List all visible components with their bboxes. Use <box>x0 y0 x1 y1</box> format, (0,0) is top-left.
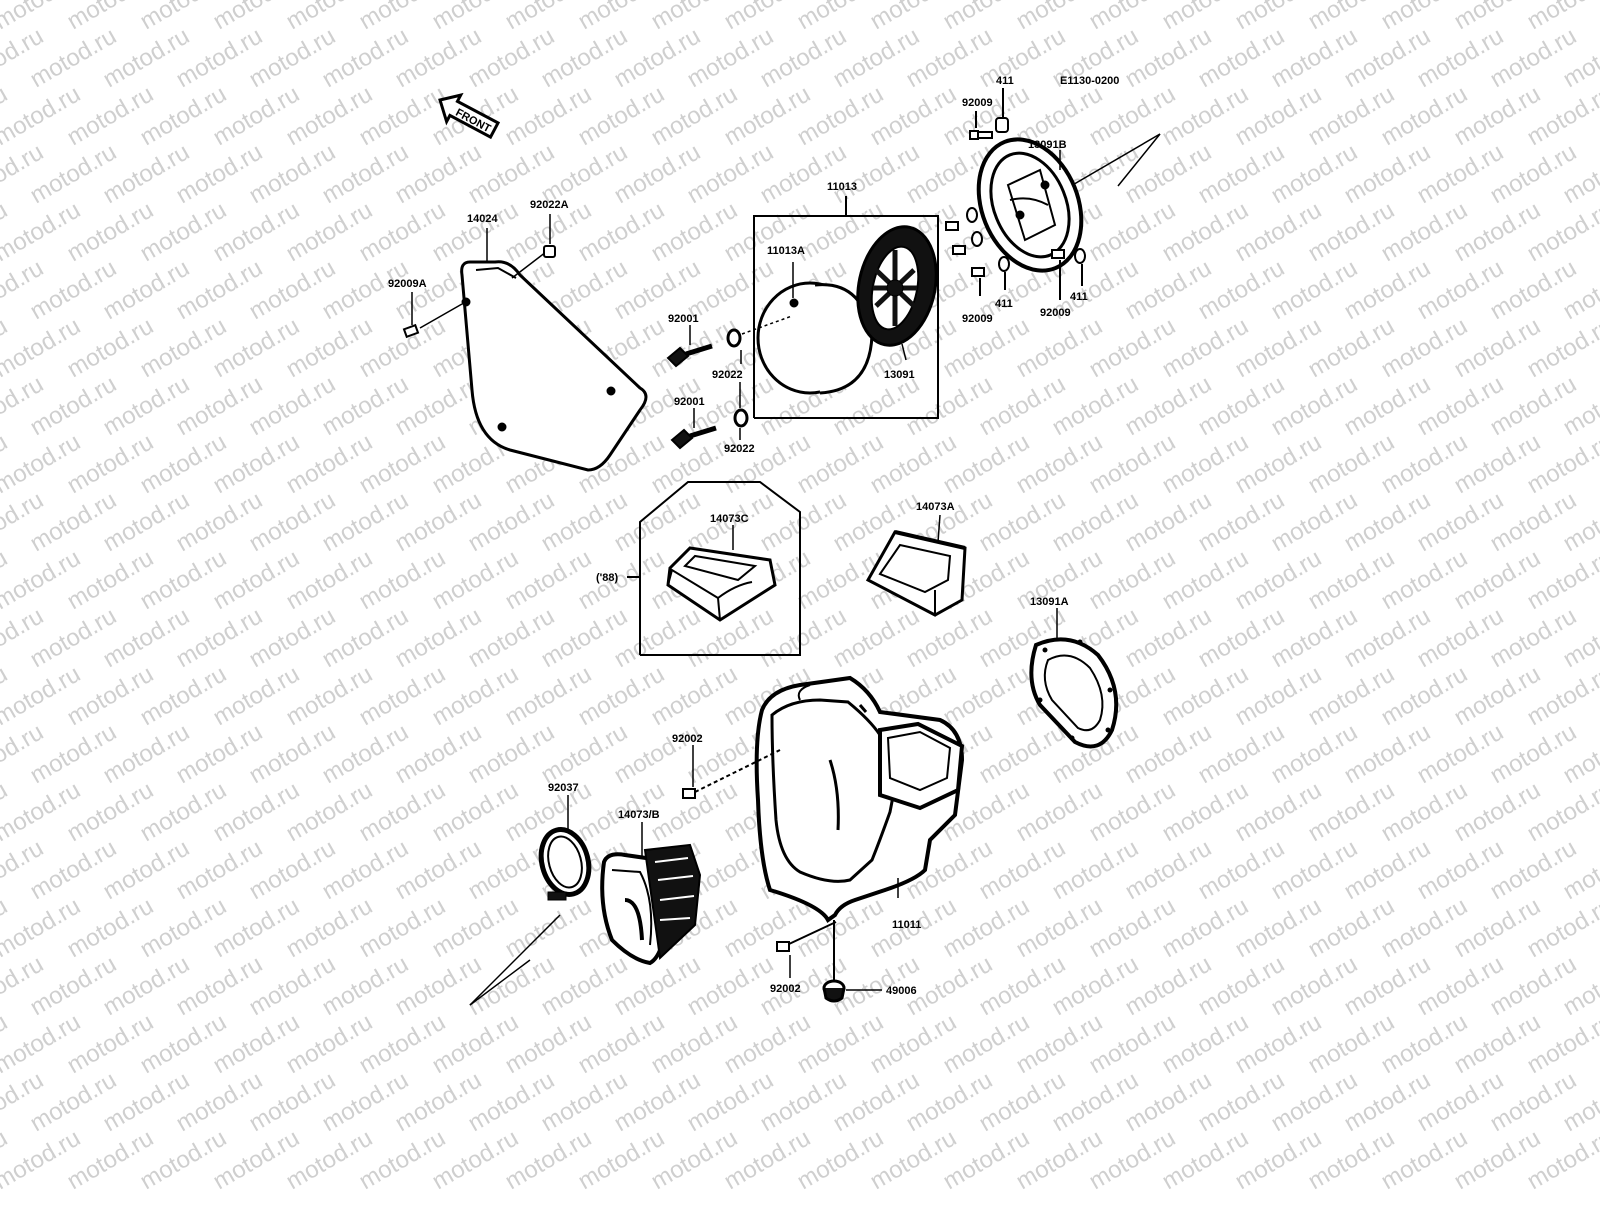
label-92022-lower: 92022 <box>724 443 755 455</box>
label-92001-lower: 92001 <box>674 396 705 408</box>
label-92009A: 92009A <box>388 278 427 290</box>
label-411-right: 411 <box>1070 291 1088 303</box>
diagram-code: E1130-0200 <box>1060 75 1119 87</box>
label-92037: 92037 <box>548 782 579 794</box>
label-92002-upper: 92002 <box>672 733 703 745</box>
label-411-mid: 411 <box>995 298 1013 310</box>
label-92009-top: 92009 <box>962 97 993 109</box>
washer-92022-upper-icon <box>728 330 740 346</box>
label-11013A: 11013A <box>767 245 805 257</box>
label-14073B: 14073/B <box>618 809 660 821</box>
label-92002-lower: 92002 <box>770 983 801 995</box>
label-92022A: 92022A <box>530 199 569 211</box>
label-13091: 13091 <box>884 369 915 381</box>
label-variant-88: ('88) <box>596 572 619 584</box>
label-92009-mid: 92009 <box>962 313 993 325</box>
label-14073C: 14073C <box>710 513 749 525</box>
label-92009-right: 92009 <box>1040 307 1071 319</box>
label-13091B: 13091B <box>1028 139 1067 151</box>
label-92001-upper: 92001 <box>668 313 699 325</box>
label-49006: 49006 <box>886 985 917 997</box>
label-11013: 11013 <box>827 181 857 193</box>
label-11011: 11011 <box>892 919 921 931</box>
label-14024: 14024 <box>467 213 498 225</box>
label-14073A: 14073A <box>916 501 955 513</box>
label-13091A: 13091A <box>1030 596 1069 608</box>
label-92022-upper: 92022 <box>712 369 743 381</box>
nut-92022A-icon <box>544 246 555 257</box>
air-filter-element-11013A <box>758 283 872 393</box>
label-411-top: 411 <box>996 75 1014 87</box>
washer-92022-lower-icon <box>735 410 747 426</box>
